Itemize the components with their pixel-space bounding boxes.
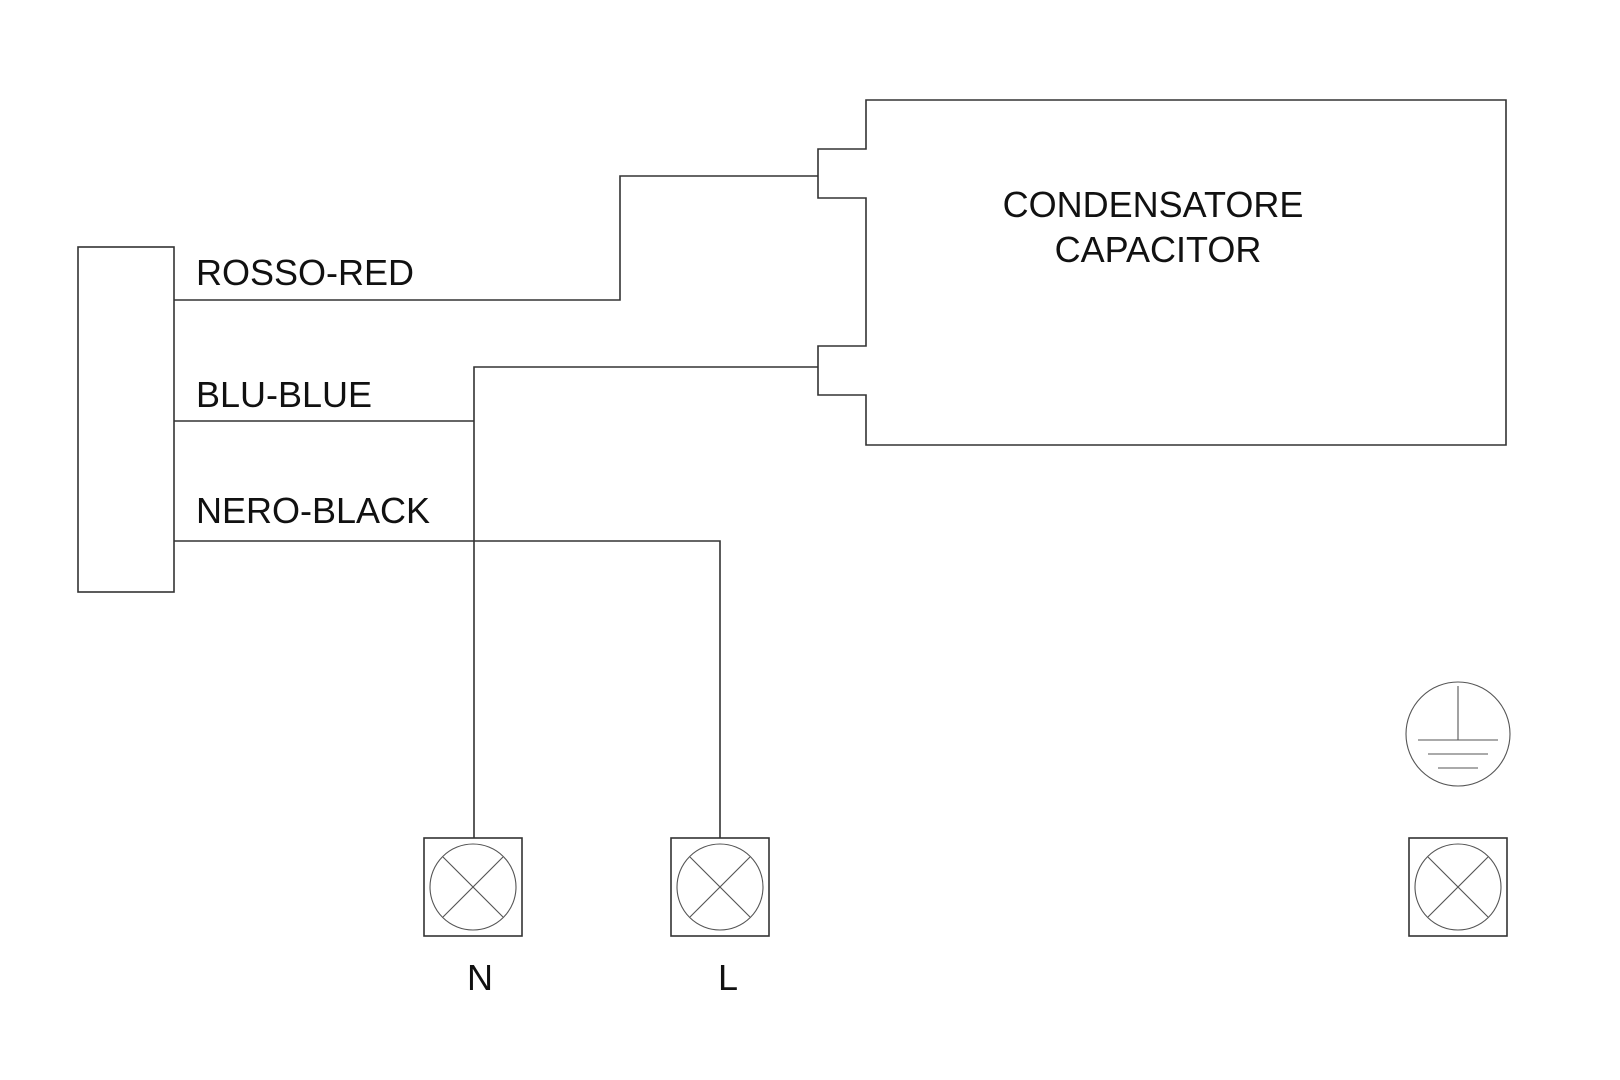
- terminal-x-icon: [429, 843, 517, 931]
- earth-ground-icon: [1405, 681, 1511, 787]
- blue-wire-label: BLU-BLUE: [196, 374, 372, 415]
- capacitor-label-line1: CONDENSATORE: [1003, 184, 1304, 225]
- capacitor-body: [817, 99, 1507, 446]
- terminal-l-label: L: [718, 957, 738, 998]
- motor-connection-block: [77, 246, 175, 593]
- terminal-l: [670, 837, 770, 937]
- capacitor-label-line2: CAPACITOR: [1055, 229, 1262, 270]
- terminal-x-icon: [1414, 843, 1502, 931]
- terminal-n: [423, 837, 523, 937]
- black-wire-label: NERO-BLACK: [196, 490, 430, 531]
- red-wire-label: ROSSO-RED: [196, 252, 414, 293]
- terminal-n-label: N: [467, 957, 493, 998]
- terminal-x-icon: [676, 843, 764, 931]
- terminal-ground: [1408, 837, 1508, 937]
- red-wire: [174, 175, 818, 301]
- black-wire: [174, 540, 721, 838]
- blue-wire-to-capacitor: [473, 366, 818, 838]
